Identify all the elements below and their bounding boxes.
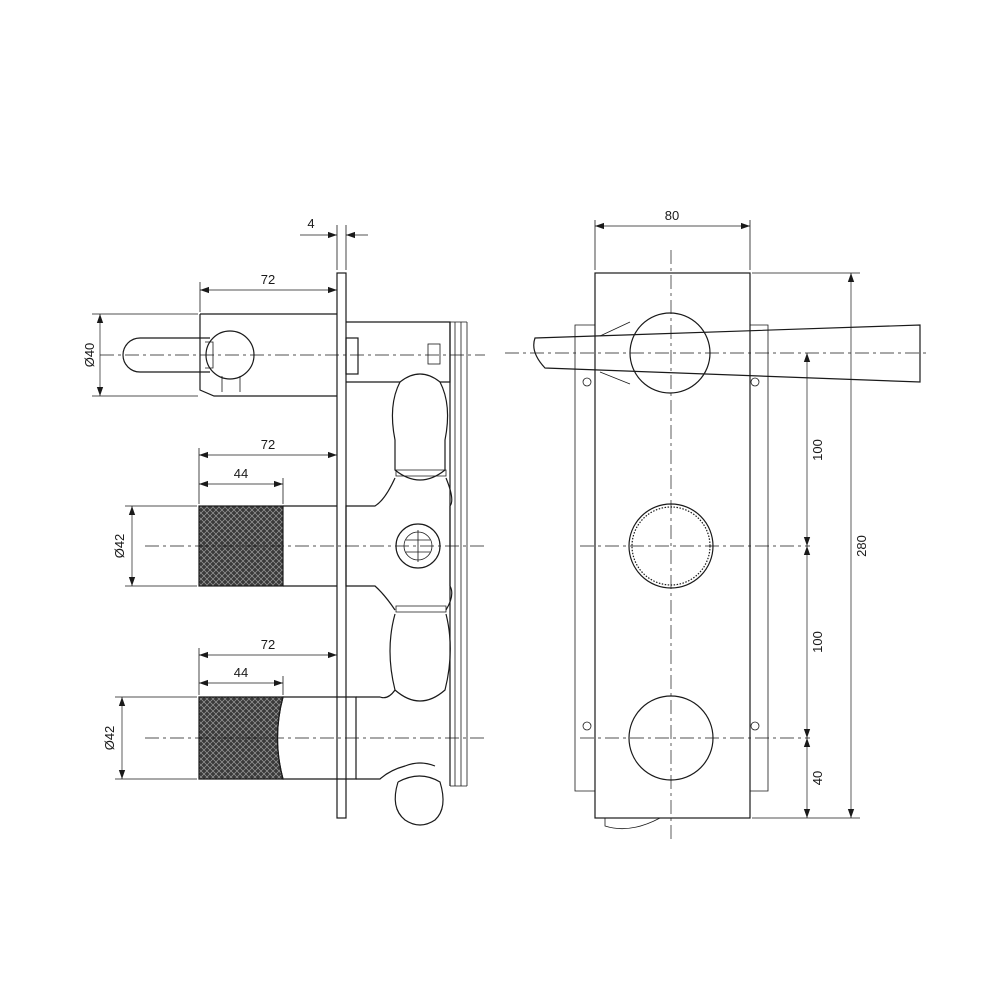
dim-knob2-diameter: Ø42: [102, 726, 117, 751]
front-dimensions: 80 100 100 40 280: [594, 208, 869, 819]
side-valve-body: [345, 321, 468, 826]
dim-knob1-knurl-length: 44: [234, 466, 248, 481]
dim-spacing-top: 100: [810, 439, 825, 461]
side-knob-2: [145, 696, 485, 780]
front-view: 80 100 100 40 280: [505, 208, 930, 840]
front-plate: [574, 272, 769, 830]
dim-knob2-reach: 72: [261, 637, 275, 652]
side-knob-1: [145, 505, 485, 587]
dim-plate-height: 280: [854, 535, 869, 557]
dim-lever-reach: 72: [261, 272, 275, 287]
dim-knob1-reach: 72: [261, 437, 275, 452]
side-dimensions: 4 72 Ø40 72 44 Ø42 72: [82, 216, 368, 780]
dim-knob1-diameter: Ø42: [112, 534, 127, 559]
side-view: 4 72 Ø40 72 44 Ø42 72: [82, 216, 485, 826]
dim-plate-thickness: 4: [307, 216, 314, 231]
front-centerlines: [505, 250, 930, 840]
dim-knob2-knurl-length: 44: [234, 665, 248, 680]
dim-spacing-mid: 100: [810, 631, 825, 653]
dim-lever-diameter: Ø40: [82, 343, 97, 368]
dim-spacing-bottom: 40: [810, 771, 825, 785]
dim-plate-width: 80: [665, 208, 679, 223]
side-lever: [100, 313, 485, 397]
